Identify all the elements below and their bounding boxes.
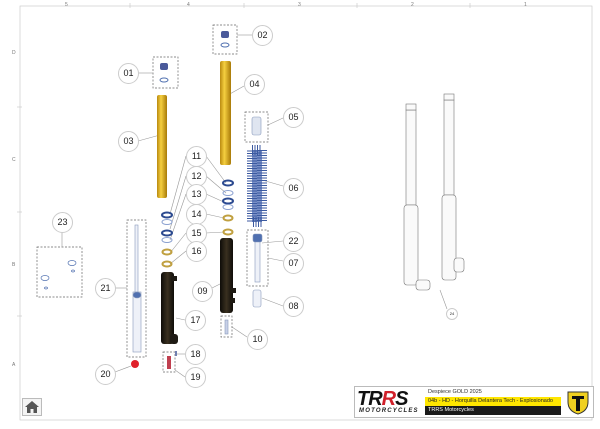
spring-06 [247, 145, 267, 227]
trrs-logo: TRRS MOTORCYCLES [357, 388, 419, 414]
cartridge-07 [224, 233, 263, 335]
fork-leg-17 [161, 272, 178, 344]
callout-21[interactable]: 21 [95, 278, 116, 299]
seal-rings [161, 179, 234, 268]
column-label: 4 [187, 2, 190, 8]
callout-09[interactable]: 09 [192, 281, 213, 302]
assembled-fork-view [403, 93, 465, 291]
drawing-title: 04b - HD - Horquilla Delantera Tech - Ex… [425, 397, 561, 406]
row-label: D [12, 50, 16, 56]
callout-11[interactable]: 11 [186, 146, 207, 167]
callout-06[interactable]: 06 [283, 178, 304, 199]
company-name: TRRS Motorcycles [425, 406, 561, 415]
callout-05[interactable]: 05 [283, 107, 304, 128]
callout-22[interactable]: 22 [283, 231, 304, 252]
subtitle: Despiece GOLD 2025 [428, 389, 482, 395]
leader-lines [61, 34, 448, 378]
home-icon [25, 401, 39, 413]
row-label: A [12, 362, 16, 368]
fork-tube-04 [220, 61, 231, 165]
callout-13[interactable]: 13 [186, 184, 207, 205]
callout-14[interactable]: 14 [186, 204, 207, 225]
fork-caps [159, 31, 262, 136]
callout-08[interactable]: 08 [283, 296, 304, 317]
callout-01[interactable]: 01 [118, 63, 139, 84]
title-block: TRRS MOTORCYCLES Despiece GOLD 2025 04b … [354, 386, 594, 418]
callout-03[interactable]: 03 [118, 131, 139, 152]
drawing-frame [17, 3, 593, 421]
callout-19[interactable]: 19 [185, 367, 206, 388]
fork-tube-03 [157, 95, 167, 198]
trident-logo-icon [567, 391, 589, 415]
column-label: 3 [298, 2, 301, 8]
callout-16[interactable]: 16 [186, 241, 207, 262]
cartridge-21 [132, 224, 142, 353]
fork-leg-09 [220, 238, 236, 313]
kit-boxes [36, 24, 269, 373]
small-parts [40, 260, 177, 369]
column-label: 5 [65, 2, 68, 8]
column-label: 1 [524, 2, 527, 8]
callout-07[interactable]: 07 [283, 253, 304, 274]
callout-18[interactable]: 18 [185, 344, 206, 365]
callout-17[interactable]: 17 [185, 310, 206, 331]
home-button[interactable] [22, 398, 42, 416]
callout-02[interactable]: 02 [252, 25, 273, 46]
callout-10[interactable]: 10 [247, 329, 268, 350]
callout-24[interactable]: 24 [446, 308, 458, 320]
column-label: 2 [411, 2, 414, 8]
callout-23[interactable]: 23 [52, 212, 73, 233]
row-label: C [12, 157, 16, 163]
row-label: B [12, 262, 16, 268]
callout-04[interactable]: 04 [244, 74, 265, 95]
callout-20[interactable]: 20 [95, 364, 116, 385]
